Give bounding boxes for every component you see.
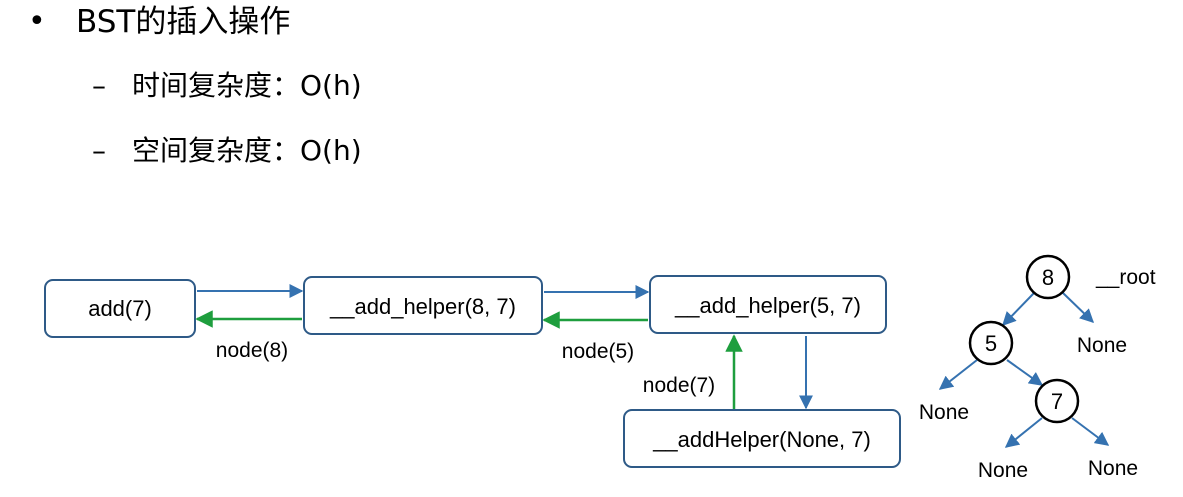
return-label-node-5: node(5) [562, 340, 634, 363]
add-box-label: add(7) [88, 296, 152, 321]
none-label-7-left: None [978, 459, 1028, 482]
helper-5-label: __add_helper(5, 7) [674, 293, 861, 318]
none-label-8-right: None [1077, 334, 1127, 357]
return-label-node-7: node(7) [643, 374, 715, 397]
tree-node-8-label: 8 [1042, 265, 1054, 290]
time-complexity: 时间复杂度：O(h) [132, 69, 362, 102]
title-bullet: • [28, 4, 46, 39]
dash-1: – [92, 69, 106, 102]
tree-edge-7-none-left [1004, 417, 1043, 448]
tree-node-7 [1034, 378, 1080, 424]
none-label-5-left: None [919, 401, 969, 424]
dash-2: – [92, 134, 106, 167]
root-label: __root [1095, 266, 1156, 289]
return-label-node-8: node(8) [216, 339, 288, 362]
tree-edge-5-7 [1006, 359, 1044, 386]
helper-8-box [303, 276, 543, 335]
tree-node-5 [968, 320, 1014, 366]
tree-node-7-label: 7 [1051, 389, 1063, 414]
tree-edge-5-none [938, 359, 978, 390]
helper-none-box [623, 409, 901, 468]
helper-none-label: __addHelper(None, 7) [652, 427, 871, 452]
tree-edge-8-5 [1002, 292, 1035, 327]
helper-5-box [649, 275, 887, 334]
tree-node-5-label: 5 [985, 331, 997, 356]
add-box [44, 279, 196, 338]
tree-edge-8-none [1062, 292, 1095, 323]
helper-8-label: __add_helper(8, 7) [329, 294, 516, 319]
tree-node-8 [1025, 254, 1071, 300]
tree-edge-7-none-right [1071, 417, 1110, 446]
slide-title: BST的插入操作 [76, 4, 291, 40]
none-label-7-right: None [1088, 457, 1138, 480]
space-complexity: 空间复杂度：O(h) [132, 134, 362, 167]
